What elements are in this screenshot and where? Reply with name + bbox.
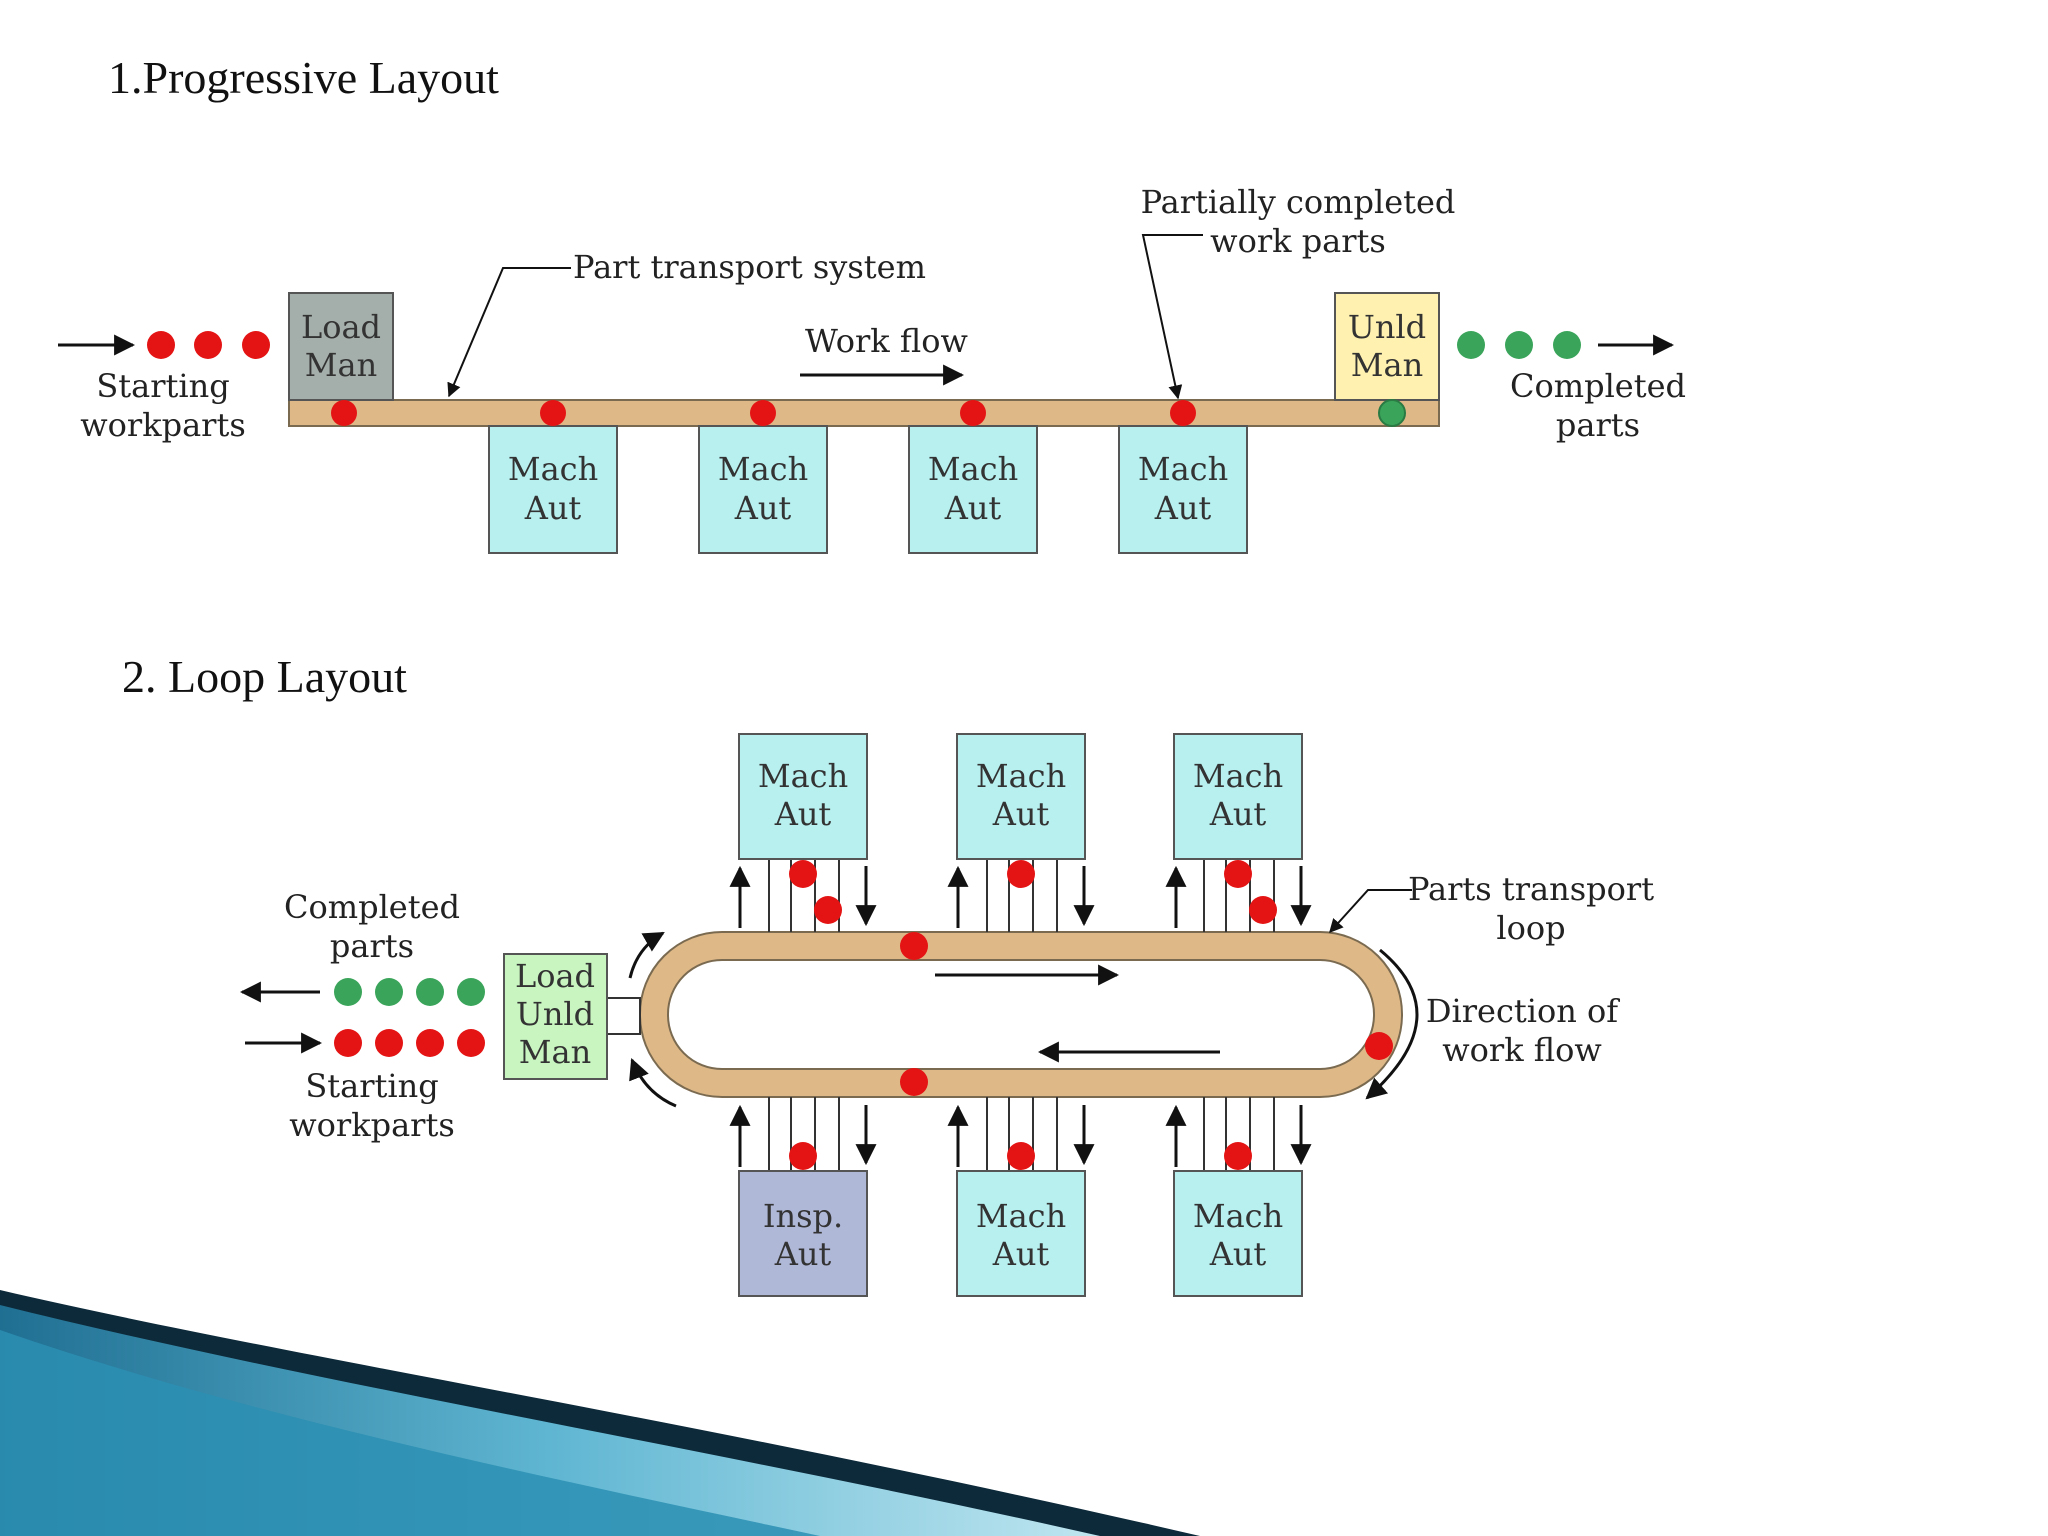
svg-text:Aut: Aut: [1209, 1235, 1267, 1273]
decorative-swoosh: [0, 1290, 1200, 1536]
part-transport-conveyor: [288, 399, 1440, 427]
inspection-station: Insp. Aut: [738, 1170, 868, 1297]
svg-text:Mach: Mach: [976, 757, 1066, 795]
svg-text:Insp.: Insp.: [763, 1197, 843, 1235]
svg-text:Mach: Mach: [928, 450, 1018, 488]
svg-text:Aut: Aut: [774, 1235, 832, 1273]
load-station-box: [288, 292, 394, 401]
svg-text:Aut: Aut: [734, 489, 792, 527]
loop-completed-parts: [334, 978, 485, 1006]
work-flow-label: Work flow: [805, 322, 968, 360]
machine-station: Mach Aut: [1118, 425, 1248, 554]
loop-starting-label-2: workparts: [289, 1106, 454, 1144]
svg-text:Mach: Mach: [976, 1197, 1066, 1235]
progressive-layout-diagram: Load Man Unld Man Mach Aut Mach Aut Mach…: [58, 183, 1686, 554]
loop-completed-label-2: parts: [330, 927, 414, 965]
svg-text:Mach: Mach: [1193, 757, 1283, 795]
loop-layout-diagram: Mach Aut Mach Aut Mach Aut Insp. Aut Mac…: [239, 733, 1654, 1297]
unload-station-label-2: Man: [1351, 346, 1423, 384]
loop-starting-workparts: [334, 1029, 485, 1057]
svg-text:Mach: Mach: [508, 450, 598, 488]
svg-text:Aut: Aut: [992, 795, 1050, 833]
workpart-on-conveyor: [540, 400, 566, 426]
partially-completed-label-2: work parts: [1210, 222, 1386, 260]
completed-part-on-conveyor: [1378, 399, 1406, 427]
direction-of-flow-label-1: Direction of: [1426, 992, 1620, 1030]
completed-part: [1505, 331, 1533, 359]
svg-text:Mach: Mach: [1193, 1197, 1283, 1235]
loop-workparts: [789, 860, 1393, 1170]
svg-text:Aut: Aut: [1209, 795, 1267, 833]
load-unload-label-3: Man: [519, 1033, 591, 1071]
unload-station-box: [1334, 292, 1440, 401]
machine-station: Mach Aut: [908, 425, 1038, 554]
direction-of-flow-arrow: [1365, 948, 1419, 1100]
load-station-label-1: Load: [301, 308, 381, 346]
machine-station: Mach Aut: [698, 425, 828, 554]
workpart-on-conveyor: [960, 400, 986, 426]
machine-station: Mach Aut: [1173, 733, 1303, 860]
svg-text:Aut: Aut: [992, 1235, 1050, 1273]
svg-text:Mach: Mach: [758, 757, 848, 795]
loop-completed-label-1: Completed: [284, 888, 460, 926]
completed-parts-label-2: parts: [1556, 406, 1640, 444]
unload-station-label-1: Unld: [1348, 308, 1426, 346]
svg-text:Mach: Mach: [718, 450, 808, 488]
loop-entry-curve-arrow: [628, 931, 665, 979]
svg-text:Aut: Aut: [944, 489, 1002, 527]
load-unload-station-box: [503, 953, 608, 1080]
svg-text:Aut: Aut: [1154, 489, 1212, 527]
loop-starting-label-1: Starting: [305, 1067, 438, 1105]
machine-station: Mach Aut: [488, 425, 618, 554]
machine-station: Mach Aut: [738, 733, 868, 860]
machine-station: Mach Aut: [956, 733, 1086, 860]
load-unload-label-2: Unld: [516, 995, 594, 1033]
completed-part: [1553, 331, 1581, 359]
workpart-on-conveyor: [1170, 400, 1196, 426]
completed-part: [1457, 331, 1485, 359]
svg-text:Aut: Aut: [774, 795, 832, 833]
machine-station: Mach Aut: [1173, 1170, 1303, 1297]
starting-workpart: [242, 331, 270, 359]
svg-text:Mach: Mach: [1138, 450, 1228, 488]
starting-workpart: [194, 331, 222, 359]
direction-of-flow-label-2: work flow: [1442, 1031, 1602, 1069]
parts-transport-loop-label-2: loop: [1496, 909, 1565, 947]
load-unload-label-1: Load: [515, 957, 595, 995]
spur-flow-arrows: [729, 865, 1312, 1167]
loop-callout-line: [1329, 889, 1412, 934]
workpart-on-conveyor: [331, 400, 357, 426]
load-station-label-2: Man: [305, 346, 377, 384]
load-unload-connector: [606, 997, 641, 1035]
partial-callout-line: [1141, 234, 1203, 400]
starting-workparts-label-1: Starting: [96, 367, 229, 405]
starting-workparts-label-2: workparts: [80, 406, 245, 444]
machine-station: Mach Aut: [956, 1170, 1086, 1297]
part-transport-system-label: Part transport system: [573, 248, 926, 286]
title-progressive-layout: 1.Progressive Layout: [108, 52, 499, 103]
svg-text:Aut: Aut: [524, 489, 582, 527]
starting-workpart: [147, 331, 175, 359]
loop-exit-curve-arrow: [629, 1058, 677, 1108]
partially-completed-label-1: Partially completed: [1141, 183, 1456, 221]
parts-transport-loop-label-1: Parts transport: [1408, 870, 1654, 908]
workpart-on-conveyor: [750, 400, 776, 426]
title-loop-layout: 2. Loop Layout: [122, 651, 407, 702]
completed-parts-label-1: Completed: [1510, 367, 1686, 405]
transport-callout-line: [447, 267, 571, 398]
